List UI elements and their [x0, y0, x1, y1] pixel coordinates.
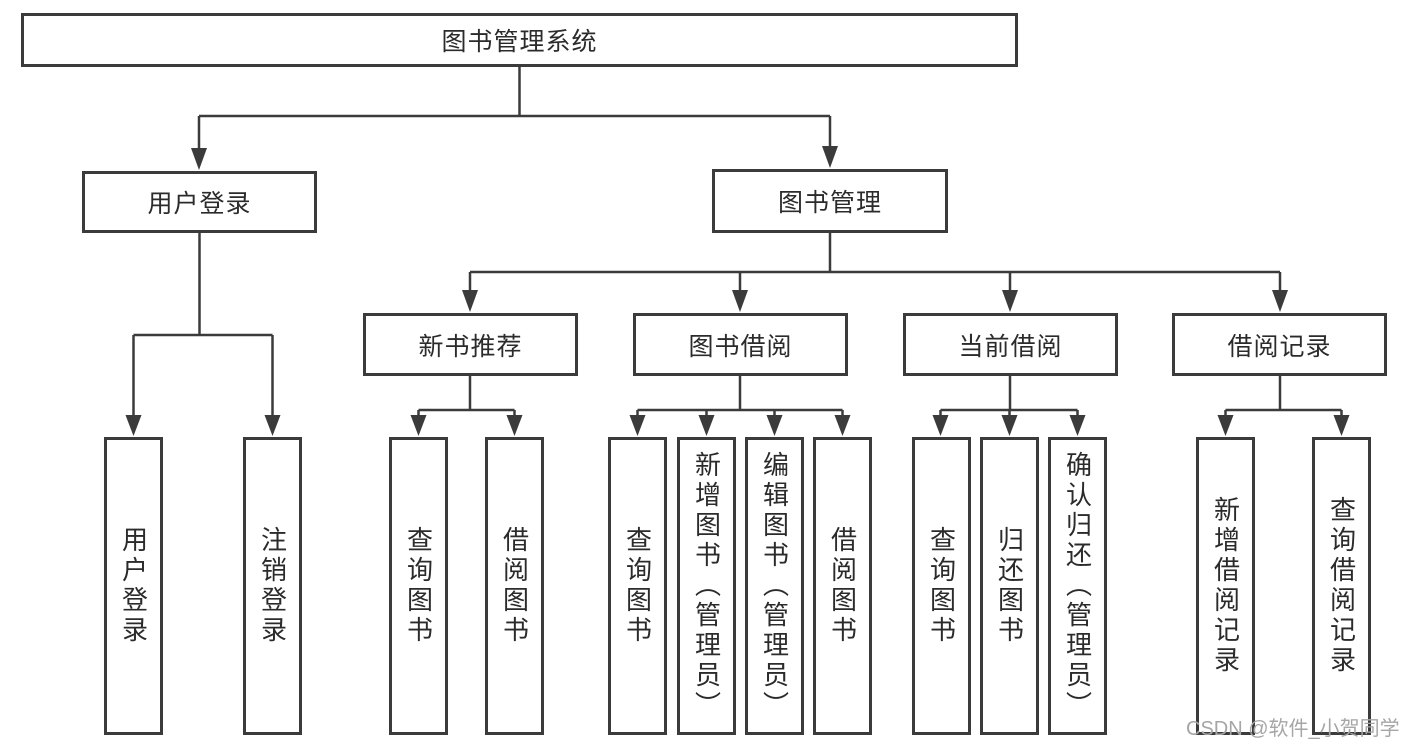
connector-arrowheads [125, 146, 1350, 436]
node-query-borrow-record: 查询借阅记录 [1312, 437, 1371, 735]
node-add-borrow-record: 新增借阅记录 [1196, 437, 1255, 735]
node-book-management: 图书管理 [712, 169, 948, 233]
node-confirm-return-admin: 确认归还（管理员） [1048, 437, 1107, 735]
node-book-borrowing: 图书借阅 [633, 313, 848, 376]
node-edit-books-admin: 编辑图书（管理员） [745, 437, 804, 735]
node-user-login-leaf: 用户登录 [104, 437, 163, 735]
node-borrow-books-2: 借阅图书 [813, 437, 872, 735]
node-query-books-1: 查询图书 [389, 437, 448, 735]
node-library-management-system: 图书管理系统 [21, 13, 1018, 67]
node-borrowing-records: 借阅记录 [1172, 313, 1387, 376]
node-return-books: 归还图书 [980, 437, 1039, 735]
node-current-borrowing: 当前借阅 [903, 313, 1118, 376]
node-query-books-2: 查询图书 [608, 437, 667, 735]
node-user-login: 用户登录 [82, 171, 317, 233]
node-add-books-admin: 新增图书（管理员） [677, 437, 736, 735]
node-new-book-recommendation: 新书推荐 [363, 313, 578, 376]
connector-stems [132, 67, 1343, 420]
node-logout: 注销登录 [243, 437, 302, 735]
node-borrow-books-1: 借阅图书 [485, 437, 544, 735]
node-query-books-3: 查询图书 [912, 437, 971, 735]
csdn-watermark: CSDN @软件_小贺同学 [1186, 718, 1400, 740]
